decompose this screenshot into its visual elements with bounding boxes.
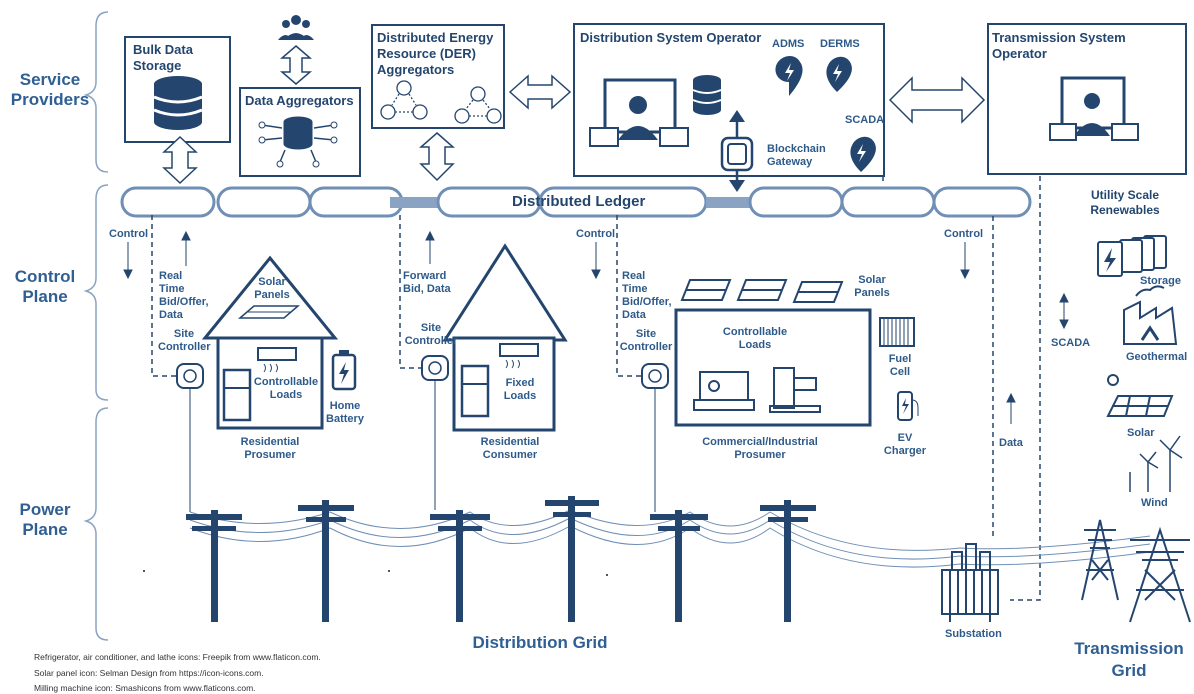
users-icon <box>278 15 314 40</box>
commercial-prosumer-label: Commercial/Industrial Prosumer <box>702 436 818 461</box>
solar-icon <box>1106 374 1174 417</box>
site-drop-lines <box>189 380 656 512</box>
air-conditioner-icon <box>257 347 297 373</box>
solar-label: Solar <box>1127 427 1155 439</box>
adms-label: ADMS <box>772 38 805 50</box>
fuel-cell-icon <box>879 317 915 347</box>
residential-prosumer-label: Residential Prosumer <box>240 436 300 461</box>
utility-pole-icons <box>186 496 816 622</box>
geothermal-icon <box>1123 285 1178 345</box>
controllable-loads-label: Controllable Loads <box>253 376 319 401</box>
distribution-grid-label: Distribution Grid <box>472 633 608 652</box>
der-aggregators-title: Distributed Energy Resource (DER) Aggreg… <box>377 30 494 77</box>
solar-panels-label: Solar Panels <box>854 274 890 299</box>
substation-label: Substation <box>945 628 1002 640</box>
controllable-loads-label: Controllable Loads <box>722 326 788 351</box>
fixed-loads-label: Fixed Loads <box>503 377 537 402</box>
realtime-bid-label: Real Time Bid/Offer, Data <box>159 270 209 321</box>
battery-icon <box>331 350 357 391</box>
site-controller-label: Site Controller <box>619 328 673 353</box>
site-controller-label: Site Controller <box>404 322 458 347</box>
control-label: Control <box>576 228 616 240</box>
operator-monitor-icon <box>1049 76 1139 141</box>
wind-label: Wind <box>1141 497 1168 509</box>
forward-bid-label: Forward Bid, Data <box>403 270 451 295</box>
home-battery-label: Home Battery <box>326 400 364 425</box>
bulk-storage-title: Bulk Data Storage <box>133 42 193 73</box>
storage-battery-icon <box>1097 235 1167 277</box>
site-controller-label: Site Controller <box>158 328 211 353</box>
map-pin-icon <box>775 56 876 172</box>
ev-charger-label: EV Charger <box>883 432 927 457</box>
horizontal-double-arrow-icon <box>508 74 572 110</box>
wind-turbine-icon <box>1129 435 1183 492</box>
marker-dots <box>143 570 608 576</box>
credit-line: Milling machine icon: Smashicons from ww… <box>34 683 256 693</box>
credit-line: Solar panel icon: Selman Design from htt… <box>34 668 264 678</box>
data-aggregators-title: Data Aggregators <box>245 93 354 108</box>
control-label: Control <box>944 228 984 240</box>
geothermal-label: Geothermal <box>1126 351 1188 363</box>
double-arrow-icon <box>279 45 313 85</box>
derms-label: DERMS <box>820 38 860 50</box>
distributed-ledger-label: Distributed Ledger <box>512 193 646 210</box>
scada-label: SCADA <box>1051 337 1091 349</box>
database-icon <box>692 75 722 115</box>
fuel-cell-label: Fuel Cell <box>888 353 912 378</box>
der-aggregators-box <box>371 24 505 129</box>
double-arrow-icon <box>162 135 198 185</box>
horizontal-double-arrow-icon <box>888 76 986 124</box>
power-lines <box>189 509 1151 568</box>
control-plane-label: Control Plane <box>14 267 76 306</box>
service-providers-label: Service Providers <box>10 70 90 109</box>
dso-title: Distribution System Operator <box>580 30 762 45</box>
scada-dso-label: SCADA <box>845 114 885 126</box>
solar-panels-label: Solar Panels <box>254 276 290 301</box>
operator-monitor-icon <box>589 78 689 147</box>
der-network-icon <box>380 80 502 124</box>
ev-charger-icon <box>897 391 919 421</box>
storage-label: Storage <box>1140 275 1181 287</box>
transmission-grid-label: Transmission Grid <box>1074 639 1184 680</box>
residential-consumer-label: Residential Consumer <box>480 436 540 461</box>
data-aggregators-box <box>239 87 361 177</box>
milling-machine-icon <box>769 367 821 413</box>
database-hub-icon <box>258 116 338 168</box>
control-label: Control <box>109 228 149 240</box>
refrigerator-icon <box>222 368 252 422</box>
database-icon <box>153 76 203 130</box>
lathe-icon <box>693 371 755 411</box>
dashed-signal-lines <box>151 176 1041 601</box>
double-arrow-icon <box>419 132 455 182</box>
realtime-bid-label: Real Time Bid/Offer, Data <box>622 270 672 321</box>
site-controller-icon <box>421 355 449 381</box>
solar-panel-icon <box>237 305 301 319</box>
power-plane-label: Power Plane <box>19 500 71 539</box>
blockchain-gateway-icon <box>720 110 754 192</box>
transmission-tower-icon <box>1081 519 1191 623</box>
tso-title: Transmission System Operator <box>992 30 1126 61</box>
air-conditioner-icon <box>499 343 539 369</box>
house-prosumer-icon <box>201 255 339 430</box>
distributed-ledger-chain <box>120 186 1032 218</box>
substation-icon <box>941 543 999 622</box>
blockchain-gateway-label: Blockchain Gateway <box>767 143 826 168</box>
utility-scale-title: Utility Scale Renewables <box>1090 188 1160 217</box>
solar-panel-icon <box>680 279 844 303</box>
site-controller-icon <box>641 363 669 389</box>
site-controller-icon <box>176 363 204 389</box>
credit-line: Refrigerator, air conditioner, and lathe… <box>34 652 321 662</box>
plane-braces <box>83 11 109 641</box>
flow-arrows <box>123 230 1069 424</box>
data-label: Data <box>999 437 1023 449</box>
refrigerator-icon <box>460 364 490 418</box>
